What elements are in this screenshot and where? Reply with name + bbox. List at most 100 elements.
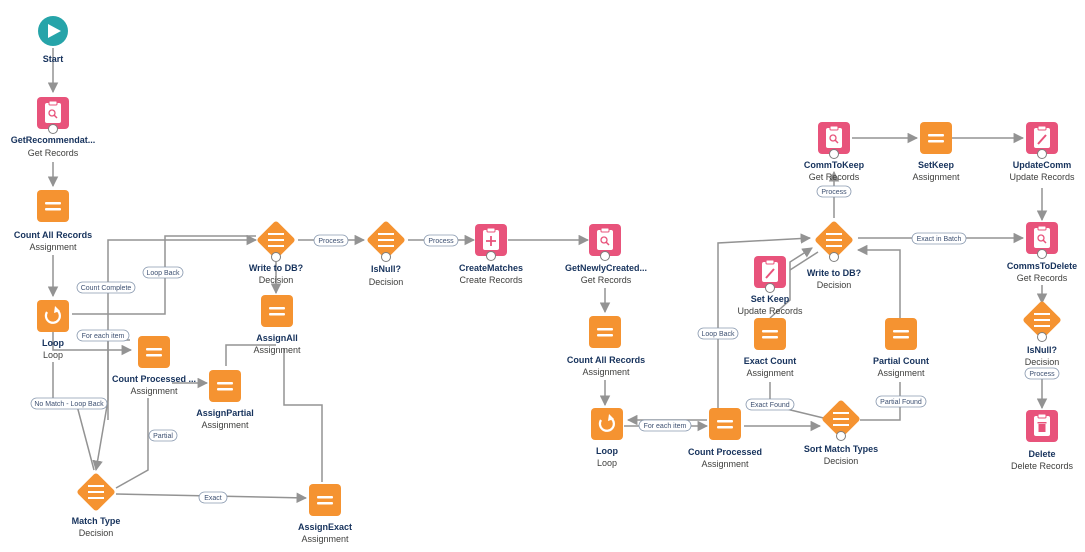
svg-text:AssignPartial: AssignPartial <box>196 408 254 418</box>
svg-text:Assignment: Assignment <box>201 420 249 430</box>
svg-text:Assignment: Assignment <box>582 367 630 377</box>
create-records-icon <box>483 227 499 250</box>
assignment-icon <box>146 348 162 357</box>
svg-text:Decision: Decision <box>369 277 404 287</box>
svg-text:Write to DB?: Write to DB? <box>249 263 303 273</box>
count-processed-1-node[interactable]: Count Processed ... Assignment <box>112 336 196 396</box>
svg-text:Get Records: Get Records <box>1017 273 1068 283</box>
assignment-icon <box>317 496 333 505</box>
update-comm-node[interactable]: UpdateComm Update Records <box>1009 122 1075 182</box>
svg-text:Assignment: Assignment <box>29 242 77 252</box>
svg-text:Loop Back: Loop Back <box>701 331 735 338</box>
edge-label-partial-found[interactable]: Partial Found <box>875 395 927 408</box>
svg-text:AssignExact: AssignExact <box>298 522 352 532</box>
is-null-2-node[interactable]: IsNull? Decision <box>1022 300 1062 367</box>
flow-nodes: Start GetRecommendat... Get Records Coun… <box>11 16 1077 544</box>
svg-text:Update Records: Update Records <box>737 306 803 316</box>
update-records-icon <box>1034 125 1050 148</box>
svg-text:Assignment: Assignment <box>877 368 925 378</box>
assign-all-node[interactable]: AssignAll Assignment <box>253 295 301 355</box>
delete-node[interactable]: Delete Delete Records <box>1011 410 1074 471</box>
svg-text:GetRecommendat...: GetRecommendat... <box>11 135 96 145</box>
svg-text:Process: Process <box>1029 371 1055 378</box>
svg-text:Decision: Decision <box>79 528 114 538</box>
edge-label-exact[interactable]: Exact <box>198 491 228 504</box>
get-recommendations-node[interactable]: GetRecommendat... Get Records <box>11 97 96 158</box>
edge-label-for-each-item-2[interactable]: For each item <box>638 419 692 432</box>
edge-label-count-complete[interactable]: Count Complete <box>76 281 136 294</box>
svg-text:Assignment: Assignment <box>301 534 349 544</box>
svg-text:Loop: Loop <box>596 446 618 456</box>
set-keep-assignment-node[interactable]: SetKeep Assignment <box>912 122 960 182</box>
decision-icon <box>826 233 842 247</box>
exact-count-node[interactable]: Exact Count Assignment <box>744 318 797 378</box>
svg-text:Delete: Delete <box>1028 449 1055 459</box>
edge-partial <box>115 398 149 489</box>
svg-text:IsNull?: IsNull? <box>1027 345 1057 355</box>
svg-text:Exact in Batch: Exact in Batch <box>917 236 962 243</box>
edge-loop-back-1 <box>107 234 258 420</box>
count-all-records-2-node[interactable]: Count All Records Assignment <box>567 316 645 377</box>
assignment-icon <box>762 330 778 339</box>
edge-nomatch-loopback <box>52 362 95 471</box>
edge-label-exact-found[interactable]: Exact Found <box>745 398 795 411</box>
partial-count-node[interactable]: Partial Count Assignment <box>873 318 929 378</box>
edge-label-exact-in-batch[interactable]: Exact in Batch <box>911 232 967 245</box>
is-null-1-node[interactable]: IsNull? Decision <box>366 220 406 287</box>
edge-partial-found <box>860 382 901 421</box>
get-newly-created-node[interactable]: GetNewlyCreated... Get Records <box>565 224 647 285</box>
edge-exactcount-to-write2 <box>769 247 813 319</box>
svg-text:Assignment: Assignment <box>746 368 794 378</box>
write-to-db-2-node[interactable]: Write to DB? Decision <box>807 220 861 290</box>
edge-label-partial[interactable]: Partial <box>148 429 178 442</box>
svg-text:Match Type: Match Type <box>72 516 121 526</box>
edge-label-loop-back-2[interactable]: Loop Back <box>697 327 739 340</box>
edge-loop-to-countprocessed <box>52 332 133 356</box>
loop-2-node[interactable]: Loop Loop <box>591 408 623 468</box>
edge-label-for-each-item-1[interactable]: For each item <box>76 329 130 342</box>
edge-label-loop-back-1[interactable]: Loop Back <box>142 266 184 279</box>
svg-text:Delete Records: Delete Records <box>1011 461 1074 471</box>
decision-icon <box>833 412 849 426</box>
svg-text:Loop: Loop <box>42 338 64 348</box>
play-icon <box>48 24 61 38</box>
comms-to-delete-node[interactable]: CommsToDelete Get Records <box>1007 222 1077 283</box>
search-records-icon <box>1034 225 1050 248</box>
sort-match-types-node[interactable]: Sort Match Types Decision <box>804 399 878 466</box>
svg-text:UpdateComm: UpdateComm <box>1013 160 1072 170</box>
edge-write2-to-setkeep <box>789 251 819 271</box>
edge-label-no-match-loop-back[interactable]: No Match - Loop Back <box>30 397 108 410</box>
create-matches-node[interactable]: CreateMatches Create Records <box>459 224 523 285</box>
svg-text:Exact Count: Exact Count <box>744 356 797 366</box>
decision-icon <box>378 233 394 247</box>
match-type-node[interactable]: Match Type Decision <box>72 472 121 538</box>
svg-text:For each item: For each item <box>82 333 125 340</box>
loop-icon <box>598 414 615 432</box>
edge-label-process-4[interactable]: Process <box>1024 367 1060 380</box>
svg-text:No Match - Loop Back: No Match - Loop Back <box>34 401 104 408</box>
flow-edges <box>47 48 1048 504</box>
svg-text:Get Records: Get Records <box>581 275 632 285</box>
edge-label-process-2[interactable]: Process <box>423 234 459 247</box>
assignment-icon <box>269 307 285 316</box>
assign-exact-node[interactable]: AssignExact Assignment <box>298 484 352 544</box>
set-keep-update-node[interactable]: Set Keep Update Records <box>737 256 803 316</box>
svg-text:Loop: Loop <box>597 458 617 468</box>
edge-assignall-to-countprocessed <box>225 344 276 366</box>
count-processed-2-node[interactable]: Count Processed Assignment <box>688 408 762 469</box>
start-node[interactable]: Start <box>38 16 68 64</box>
svg-text:SetKeep: SetKeep <box>918 160 955 170</box>
svg-text:For each item: For each item <box>644 423 687 430</box>
write-to-db-1-node[interactable]: Write to DB? Decision <box>249 220 303 285</box>
svg-text:Sort Match Types: Sort Match Types <box>804 444 878 454</box>
edge-labels: Loop Back Count Complete For each item N… <box>30 185 1060 504</box>
svg-text:Exact: Exact <box>204 495 222 502</box>
edge-label-process-3[interactable]: Process <box>816 185 852 198</box>
count-all-records-1-node[interactable]: Count All Records Assignment <box>14 190 92 252</box>
edge-label-process-1[interactable]: Process <box>313 234 349 247</box>
comm-to-keep-node[interactable]: CommToKeep Get Records <box>804 122 865 182</box>
svg-text:CommsToDelete: CommsToDelete <box>1007 261 1077 271</box>
assign-partial-node[interactable]: AssignPartial Assignment <box>196 370 254 430</box>
loop-1-node[interactable]: Loop Loop <box>37 300 69 360</box>
